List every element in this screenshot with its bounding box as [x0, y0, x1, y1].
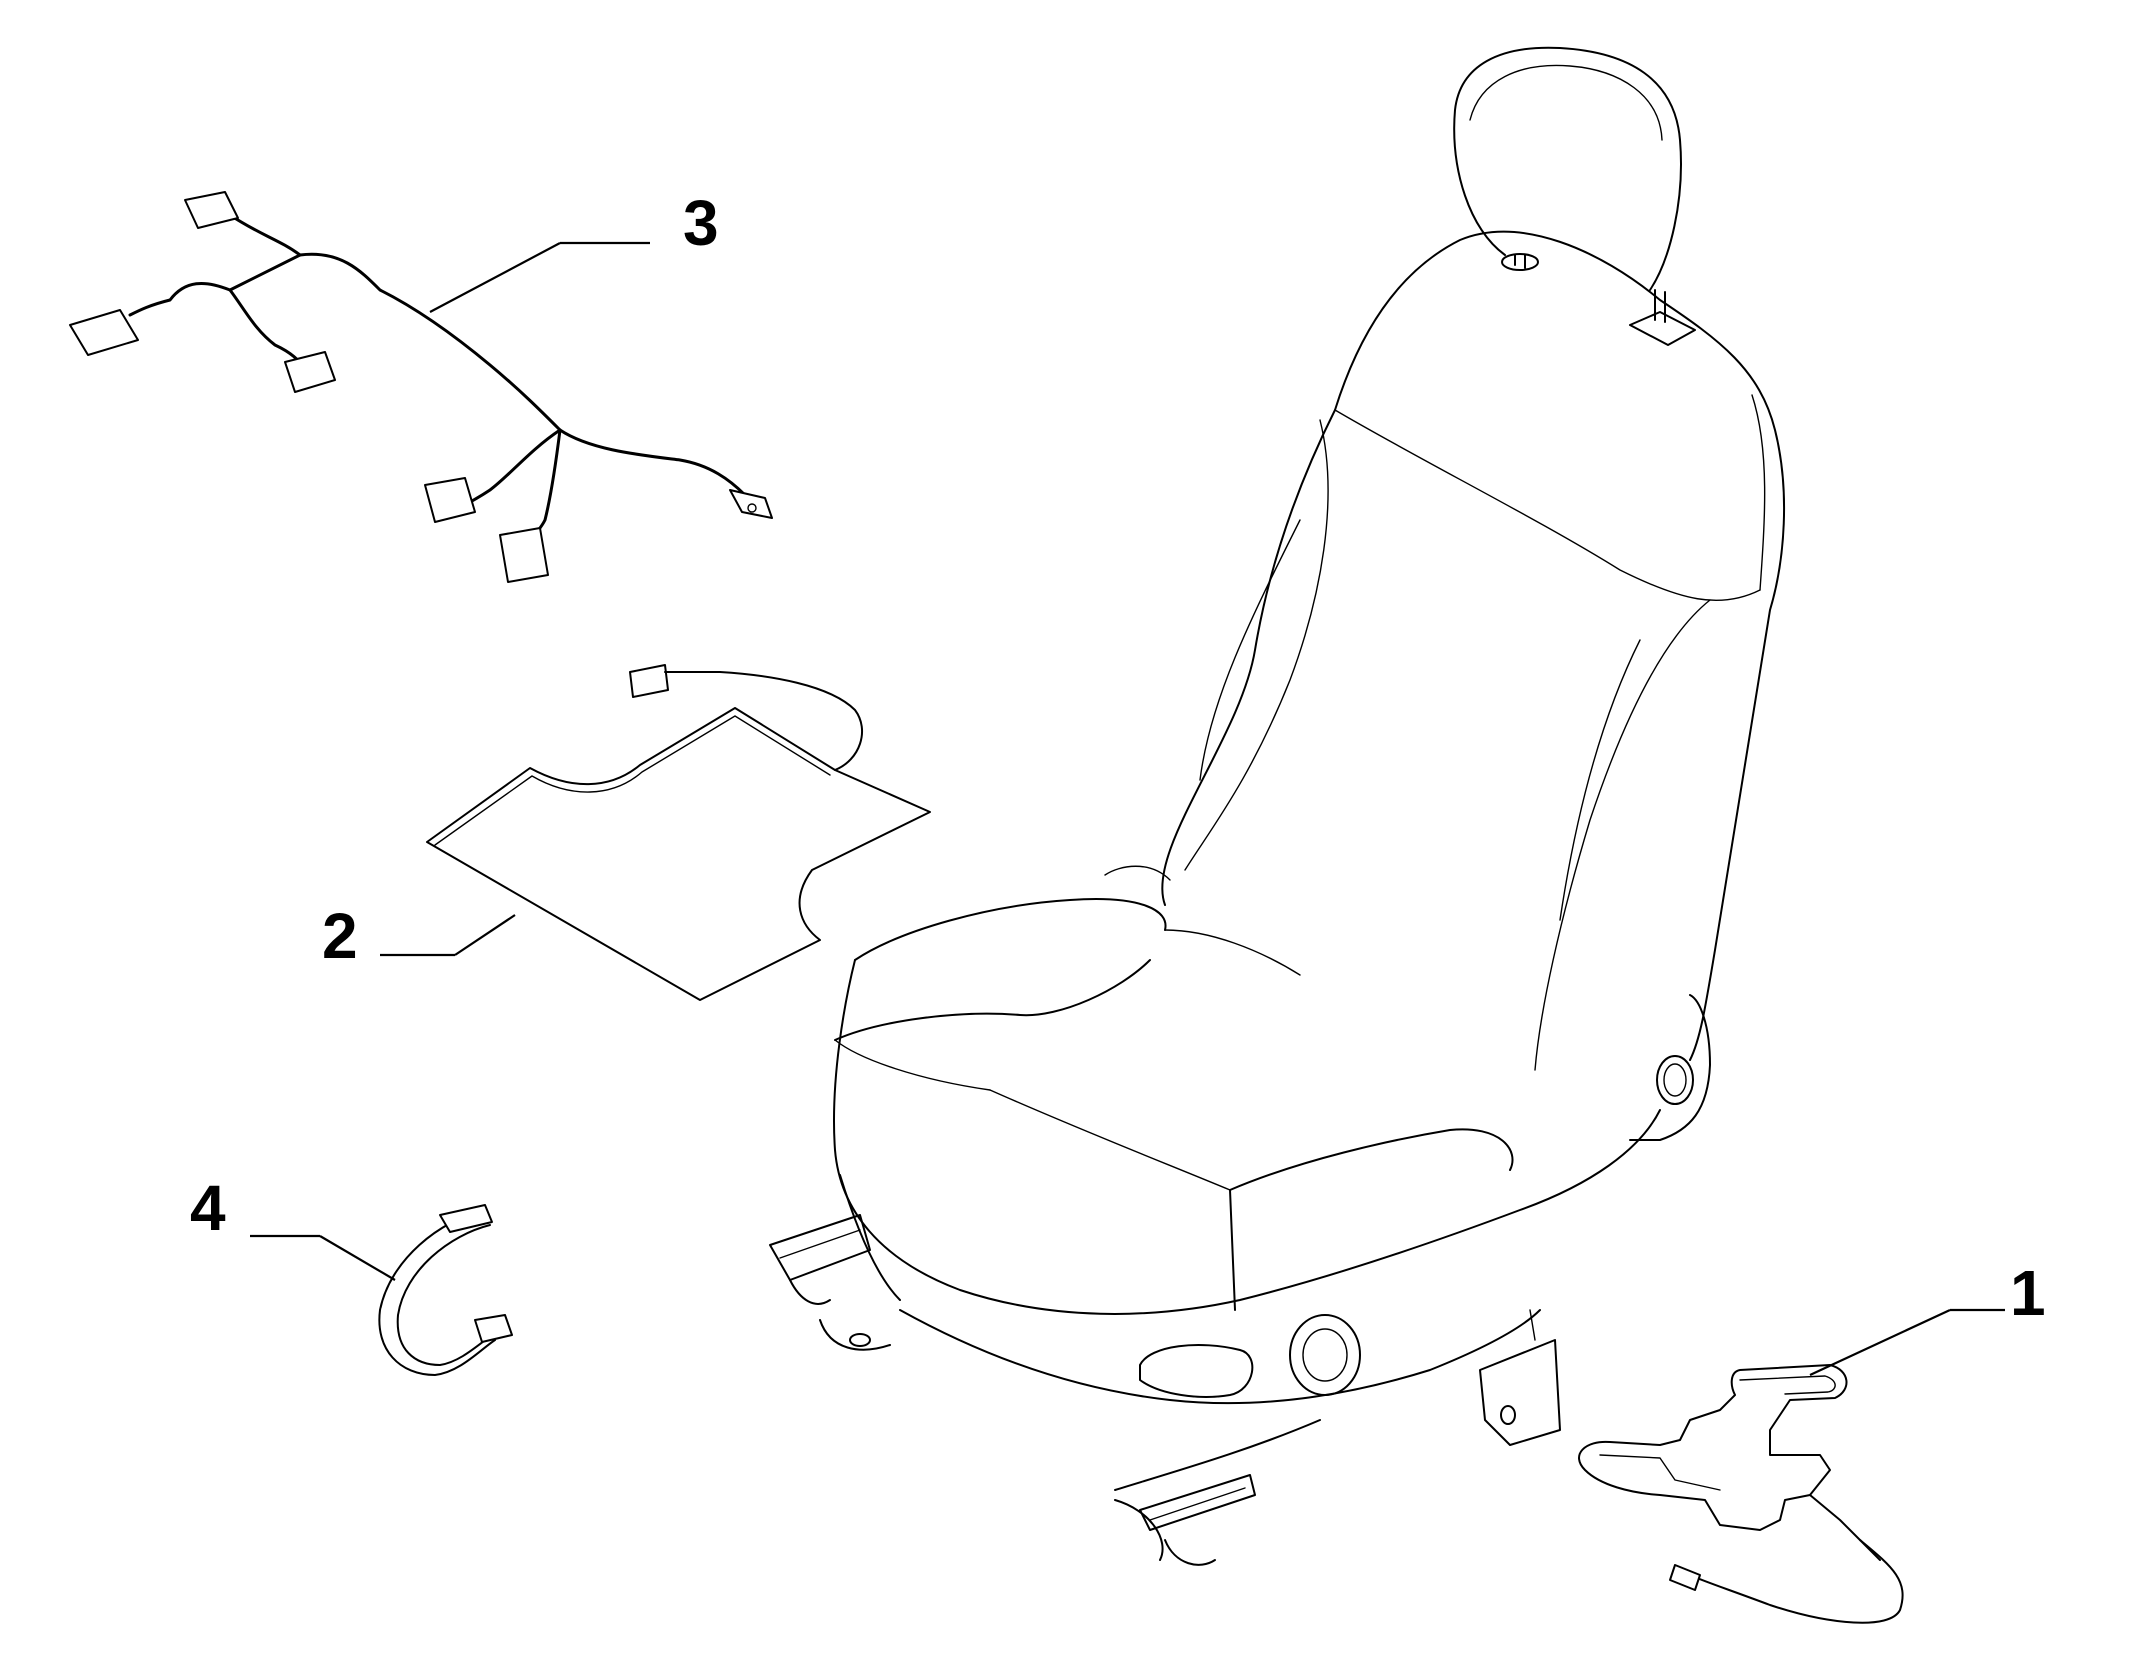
part-1-occupant-sensor — [1578, 1364, 1904, 1624]
seat-cushion — [833, 865, 1661, 1315]
part-2-heating-pad — [426, 664, 931, 1001]
leader-1-diag — [1809, 1309, 1951, 1376]
seat-base — [769, 1174, 1561, 1566]
callout-3: 3 — [683, 187, 719, 259]
part-4-ribbon-cable — [378, 1204, 513, 1376]
callout-2: 2 — [322, 900, 358, 972]
callout-1: 1 — [2010, 1257, 2046, 1329]
leader-3-diag — [429, 242, 561, 313]
callout-4: 4 — [190, 1172, 226, 1244]
headrest — [1453, 46, 1696, 346]
part-3-wiring-harness — [69, 191, 773, 583]
seat-illustration — [769, 46, 1786, 1566]
leader-lines — [250, 241, 2005, 1376]
leader-4-diag — [319, 1235, 396, 1281]
backrest — [1161, 230, 1786, 1141]
leader-2-diag — [454, 914, 516, 956]
